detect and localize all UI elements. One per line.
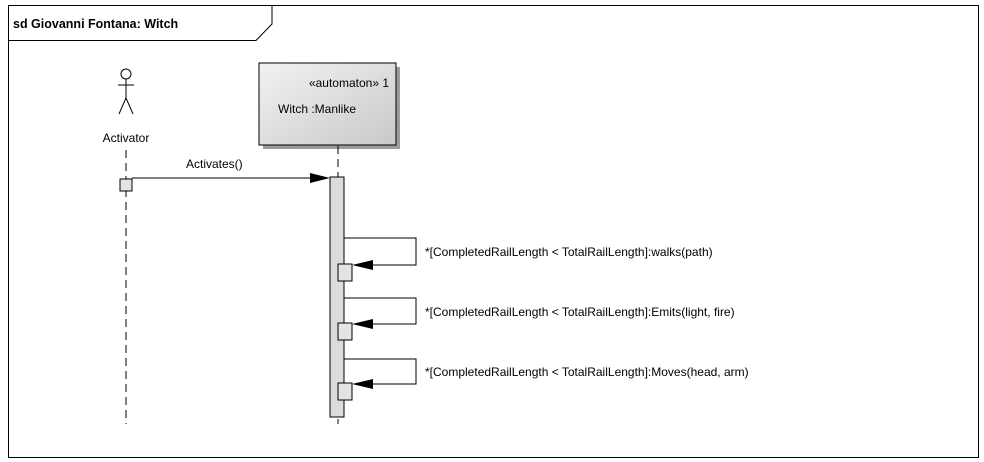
nested-activation xyxy=(337,263,353,282)
actor-activator: Activator xyxy=(103,68,150,424)
actor-name: Activator xyxy=(103,131,150,145)
nested-activation xyxy=(337,382,353,401)
diagram-frame: sd Giovanni Fontana: Witch xyxy=(8,5,979,458)
witch-activation-bar xyxy=(329,176,345,418)
message-label: *[CompletedRailLength < TotalRailLength]… xyxy=(425,365,749,379)
arrowhead-icon xyxy=(352,379,373,389)
frame-title: sd Giovanni Fontana: Witch xyxy=(13,17,178,31)
message-label: *[CompletedRailLength < TotalRailLength]… xyxy=(425,245,713,259)
actor-activation xyxy=(119,178,133,192)
lifeline-box xyxy=(258,62,397,146)
self-message-line xyxy=(344,358,417,385)
lifeline-witch: «automaton» 1 Witch :Manlike xyxy=(258,62,400,424)
frame-title-tab xyxy=(8,5,273,41)
self-message-emits: *[CompletedRailLength < TotalRailLength]… xyxy=(337,297,735,341)
self-message-line xyxy=(344,237,417,266)
lifeline-stereotype: «automaton» 1 xyxy=(309,76,389,90)
lifeline-name: Witch :Manlike xyxy=(278,102,356,116)
arrowhead-icon xyxy=(310,173,330,183)
arrowhead-icon xyxy=(352,260,373,270)
nested-activation xyxy=(337,322,353,341)
message-activates: Activates() xyxy=(132,157,330,183)
self-message-line xyxy=(344,297,417,325)
message-label: *[CompletedRailLength < TotalRailLength]… xyxy=(425,305,735,319)
stick-figure-icon xyxy=(118,68,134,115)
self-message-walks: *[CompletedRailLength < TotalRailLength]… xyxy=(337,237,713,282)
self-message-moves: *[CompletedRailLength < TotalRailLength]… xyxy=(337,358,749,401)
message-label: Activates() xyxy=(186,157,243,171)
arrowhead-icon xyxy=(352,319,373,329)
